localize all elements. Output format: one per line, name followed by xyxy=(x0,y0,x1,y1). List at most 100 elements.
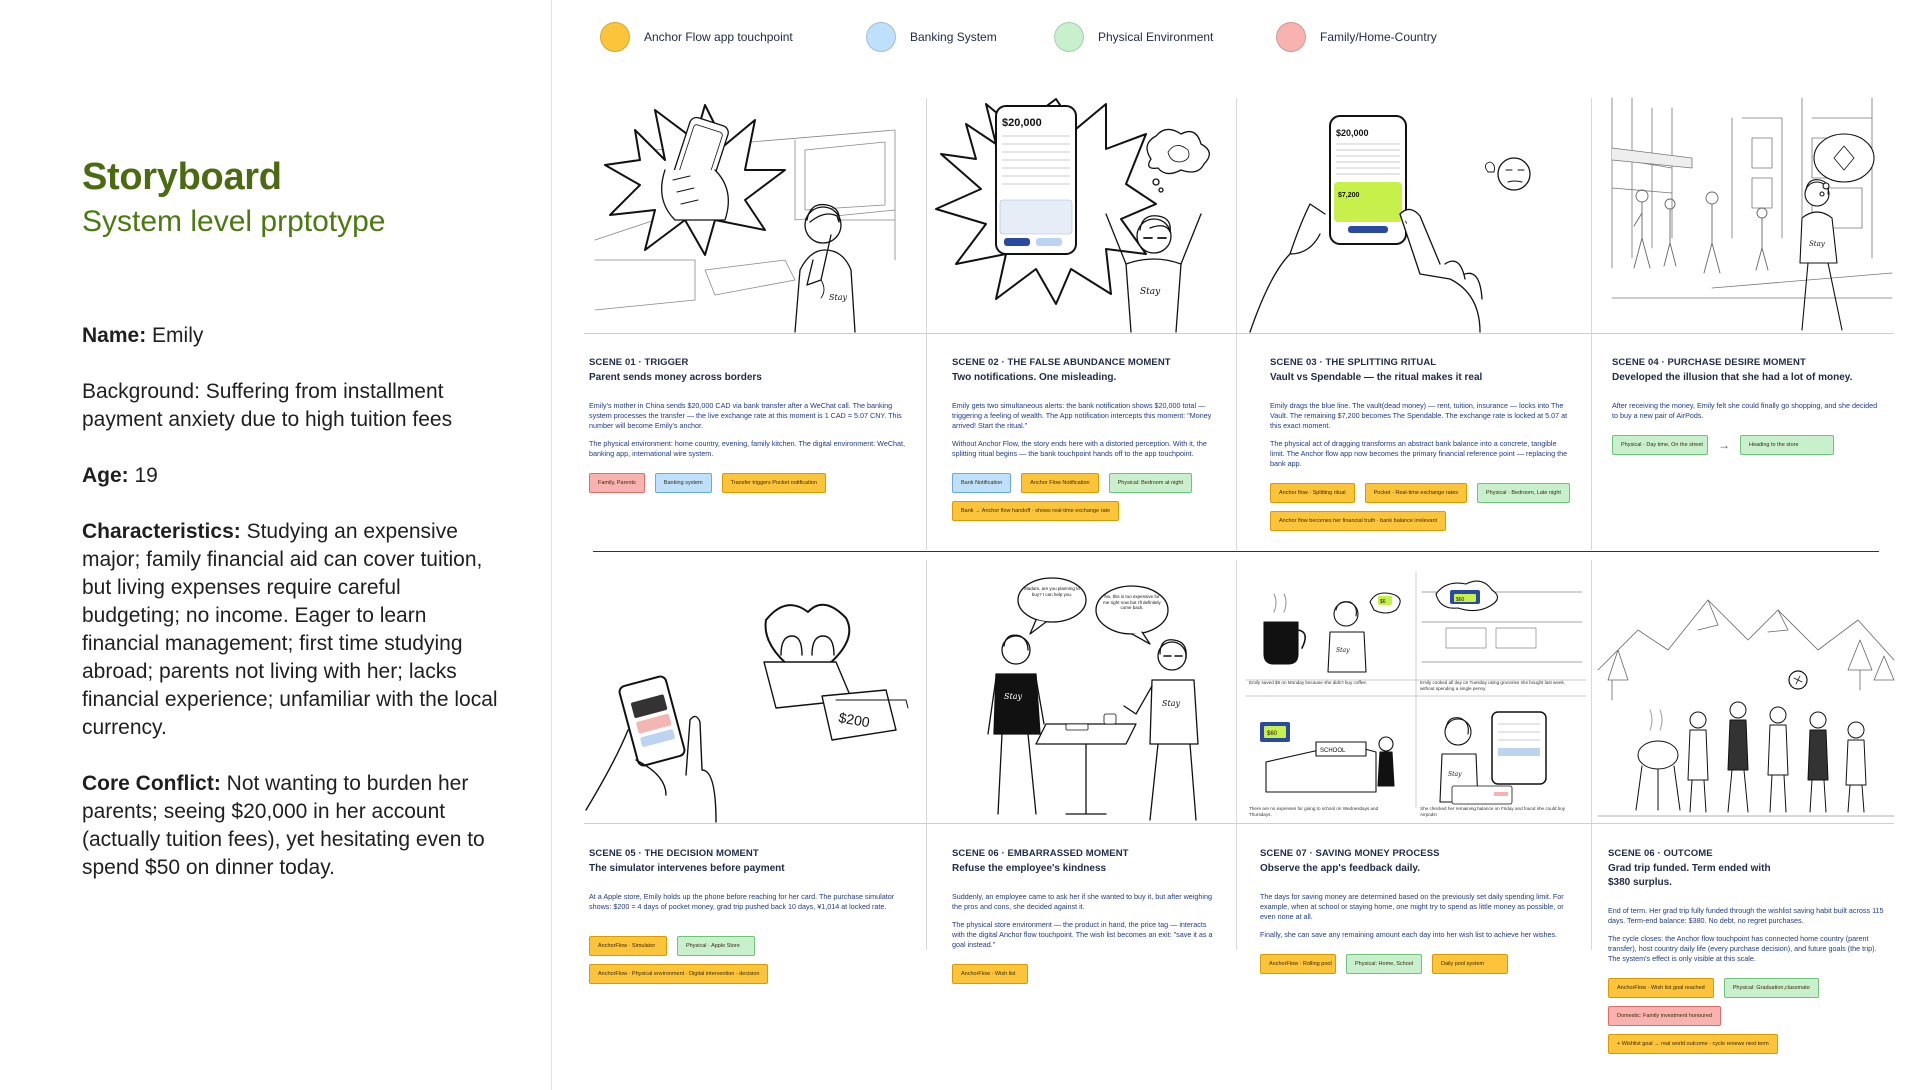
panel-school: SCHOOL $60 xyxy=(1260,722,1395,793)
scene-heading: Refuse the employee's kindness xyxy=(952,863,1107,874)
legend-item-anchor: Anchor Flow app touchpoint xyxy=(600,22,793,52)
illustration-baseline xyxy=(584,823,1894,824)
legend-label: Family/Home-Country xyxy=(1320,30,1437,44)
tag-anchor: Pocket · Real-time exchange rates xyxy=(1364,483,1468,503)
column-divider xyxy=(1236,98,1237,550)
scene-02-illustration: $20,000 Stay xyxy=(935,98,1210,333)
persona-core-conflict: Core Conflict: Not wanting to burden her… xyxy=(82,772,485,879)
panel-phone-check: Stay xyxy=(1439,711,1547,805)
hand-holding-phone xyxy=(1249,203,1326,333)
column-divider xyxy=(926,98,927,550)
bbq-grill xyxy=(1635,709,1681,811)
tag-anchor: Daily pool system xyxy=(1432,954,1508,974)
touchpoint-tags: Physical · Day time, On the street → Hea… xyxy=(1612,435,1882,455)
svg-text:$20,000: $20,000 xyxy=(1336,128,1369,138)
emily-walking: Stay xyxy=(1799,179,1843,331)
svg-text:$6: $6 xyxy=(1380,599,1386,605)
legend-item-physical: Physical Environment xyxy=(1054,22,1213,52)
tag-anchor: AnchorFlow · Wish list xyxy=(952,964,1028,984)
scene-04-illustration: Stay xyxy=(1611,97,1893,331)
scene-number: SCENE 03 · THE SPLITTING RITUAL xyxy=(1270,357,1437,368)
tag-physical: Physical: Home, School xyxy=(1346,954,1422,974)
pedestrians xyxy=(1633,189,1769,274)
legend-item-banking: Banking System xyxy=(866,22,997,52)
tag-physical: Physical: Graduation,classmate xyxy=(1723,978,1819,998)
svg-text:Stay: Stay xyxy=(829,293,847,302)
svg-text:$200: $200 xyxy=(837,709,871,730)
scene-02: SCENE 02 · THE FALSE ABUNDANCE MOMENT Tw… xyxy=(952,357,1212,521)
scene-06-illustration: Madam, are you planning to buy? I can he… xyxy=(987,577,1199,821)
svg-text:Stay: Stay xyxy=(1809,240,1826,248)
panel-kitchen: $60 xyxy=(1421,580,1583,663)
scene-03-illustration: $20,000 $7,200 xyxy=(1249,115,1531,333)
persona-details: Name: Emily Background: Suffering from i… xyxy=(82,322,502,910)
scene-heading: Observe the app's feedback daily. xyxy=(1260,863,1421,874)
touchpoint-tags: Anchor flow · Splitting ritual Pocket · … xyxy=(1270,483,1570,531)
legend-label: Physical Environment xyxy=(1098,30,1214,44)
scene-description: End of term. Her grad trip fully funded … xyxy=(1608,906,1884,963)
scene-heading: Vault vs Spendable — the ritual makes it… xyxy=(1270,372,1483,383)
scene-number: SCENE 02 · THE FALSE ABUNDANCE MOMENT xyxy=(952,357,1171,368)
scene-number: SCENE 05 · THE DECISION MOMENT xyxy=(589,848,759,859)
persona-name: Name: Emily xyxy=(82,324,204,347)
touchpoint-tags: Family, Parents Banking system Transfer … xyxy=(589,473,909,493)
scene-01-illustration: Stay xyxy=(594,104,896,333)
legend-dot-physical xyxy=(1054,22,1084,52)
arrow-right-icon: → xyxy=(1718,438,1730,452)
scene-07-caption: Emily saved $6 on Monday because she did… xyxy=(1249,680,1368,685)
employee-figure: Stay xyxy=(987,634,1045,815)
tag-anchor: AnchorFlow · Physical environment · Digi… xyxy=(589,964,769,984)
phone-bank-app: $20,000 xyxy=(995,105,1077,255)
heart-airpods xyxy=(763,603,853,709)
scene-07-caption: There are no expenses for going to schoo… xyxy=(1249,806,1379,817)
svg-text:Stay: Stay xyxy=(1336,647,1350,654)
legend-label: Anchor Flow app touchpoint xyxy=(644,30,793,44)
scene-number: SCENE 06 · OUTCOME xyxy=(1608,848,1713,859)
scene-08-illustration xyxy=(1597,599,1895,817)
svg-text:$7,200: $7,200 xyxy=(1338,192,1360,199)
thought-bubble-airpods xyxy=(1813,133,1875,197)
tag-anchor: Bank → Anchor flow handoff · shows real-… xyxy=(952,501,1120,521)
touchpoint-tags: Bank Notification Anchor Flow Notificati… xyxy=(952,473,1212,521)
scene-number: SCENE 01 · TRIGGER xyxy=(589,357,689,368)
scene-04: SCENE 04 · PURCHASE DESIRE MOMENT Develo… xyxy=(1612,357,1882,455)
scene-05: SCENE 05 · THE DECISION MOMENT The simul… xyxy=(589,848,913,984)
tag-physical: Physical · Apple Store xyxy=(677,936,755,956)
svg-text:$60: $60 xyxy=(1267,731,1278,737)
classmates-group xyxy=(1687,670,1867,813)
scene-07-caption: She checked her remaining balance on Fri… xyxy=(1420,806,1566,817)
persona-panel: Storyboard System level prptotype Name: … xyxy=(0,0,552,1090)
svg-text:$20,000: $20,000 xyxy=(1002,117,1042,129)
scene-description: The days for saving money are determined… xyxy=(1260,892,1564,939)
column-divider xyxy=(1236,560,1237,950)
legend-item-family: Family/Home-Country xyxy=(1276,22,1437,52)
scene-description: Emily's mother in China sends $20,000 CA… xyxy=(589,401,906,458)
svg-text:Stay: Stay xyxy=(1162,699,1180,708)
legend-label: Banking System xyxy=(910,30,997,44)
mountains xyxy=(1597,599,1895,671)
scene-description: At a Apple store, Emily holds up the pho… xyxy=(589,892,895,911)
speech-bubble-emily: No, this is too expensive for me right n… xyxy=(1095,585,1169,645)
page-title: Storyboard xyxy=(82,156,282,198)
persona-characteristics: Characteristics: Studying an expensive m… xyxy=(82,520,498,739)
hand-holding-phone xyxy=(661,116,729,221)
column-divider xyxy=(1591,98,1592,550)
emily-figure: Stay xyxy=(794,203,856,333)
tag-anchor: AnchorFlow · Wish list goal reached xyxy=(1608,978,1714,998)
trees xyxy=(1607,639,1895,701)
legend-dot-anchor xyxy=(600,22,630,52)
svg-text:Stay: Stay xyxy=(1140,287,1161,297)
scene-06: SCENE 06 · EMBARRASSED MOMENT Refuse the… xyxy=(952,848,1216,984)
svg-text:$60: $60 xyxy=(1456,597,1465,603)
tag-family: Domestic: Family investment honoured xyxy=(1608,1006,1722,1026)
price-tag: $200 xyxy=(821,689,909,741)
scene-07-caption: Emily cooked all day on Tuesday using gr… xyxy=(1420,680,1566,691)
scene-03: SCENE 03 · THE SPLITTING RITUAL Vault vs… xyxy=(1270,357,1570,531)
tag-family: Family, Parents xyxy=(589,473,645,493)
touchpoint-tags: AnchorFlow · Rolling pool Physical: Home… xyxy=(1260,954,1564,974)
table xyxy=(1035,713,1137,815)
column-divider xyxy=(1591,560,1592,950)
svg-text:Stay: Stay xyxy=(1448,771,1462,778)
scene-07-illustration: Stay $6 $60 SCHOOL $60 Stay xyxy=(1245,571,1587,809)
tag-anchor: AnchorFlow · Rolling pool xyxy=(1260,954,1336,974)
